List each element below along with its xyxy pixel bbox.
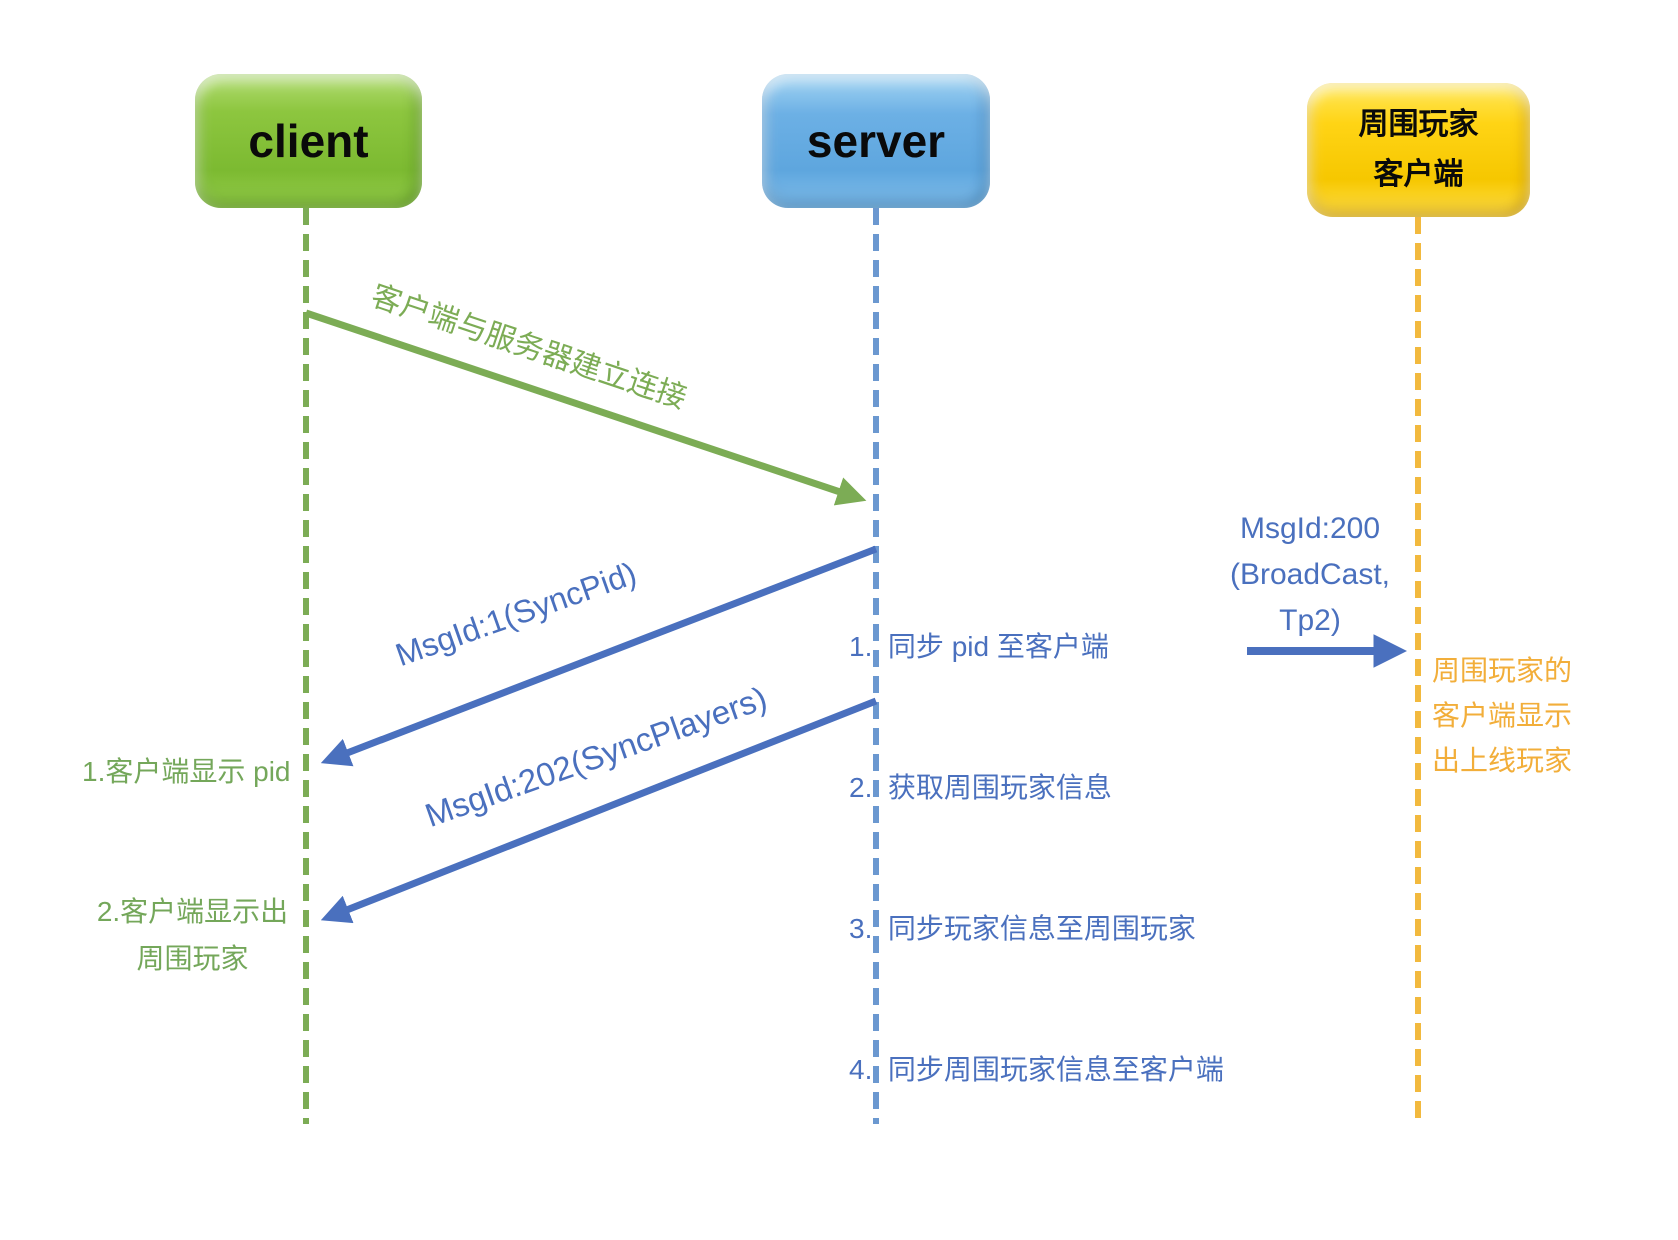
actor-server: server — [762, 74, 990, 208]
client-note-show-pid: 1.客户端显示 pid — [82, 756, 291, 787]
nearby-note-line3: 出上线玩家 — [1432, 745, 1573, 776]
broadcast-label-line1: MsgId:200 — [1239, 512, 1381, 545]
actor-client: client — [195, 74, 422, 208]
actor-nearby-clients: 周围玩家 客户端 — [1307, 83, 1530, 217]
client-note-show-players-line1: 2.客户端显示出 — [96, 896, 289, 927]
server-steps-list: 1. 同步 pid 至客户端 2. 获取周围玩家信息 3. 同步玩家信息至周围玩… — [849, 529, 1224, 1187]
client-lifeline — [303, 208, 309, 1124]
actor-nearby-label-line2: 客户端 — [1373, 158, 1464, 191]
client-note-show-players: 2.客户端显示出 周围玩家 — [70, 888, 315, 982]
server-step-1: 1. 同步 pid 至客户端 — [849, 631, 1109, 662]
nearby-clients-note: 周围玩家的 客户端显示 出上线玩家 — [1432, 648, 1572, 783]
broadcast-label-line3: Tp2) — [1279, 604, 1341, 637]
server-lifeline — [873, 208, 879, 1124]
nearby-clients-lifeline — [1415, 217, 1421, 1124]
broadcast-message-label: MsgId:200 (BroadCast, Tp2) — [1200, 506, 1420, 644]
nearby-note-line1: 周围玩家的 — [1432, 655, 1573, 686]
sync-players-arrow — [320, 697, 878, 924]
connect-arrow — [304, 309, 867, 506]
actor-client-label: client — [248, 115, 369, 167]
client-note-show-players-line2: 周围玩家 — [136, 943, 249, 974]
broadcast-label-line2: (BroadCast, — [1229, 558, 1391, 591]
sync-pid-arrow — [320, 545, 878, 767]
actor-nearby-label-line1: 周围玩家 — [1358, 108, 1479, 141]
actor-server-label: server — [806, 115, 946, 167]
server-step-4: 4. 同步周围玩家信息至客户端 — [849, 1054, 1224, 1085]
nearby-note-line2: 客户端显示 — [1432, 700, 1573, 731]
server-step-2: 2. 获取周围玩家信息 — [849, 772, 1112, 803]
server-step-3: 3. 同步玩家信息至周围玩家 — [849, 913, 1196, 944]
